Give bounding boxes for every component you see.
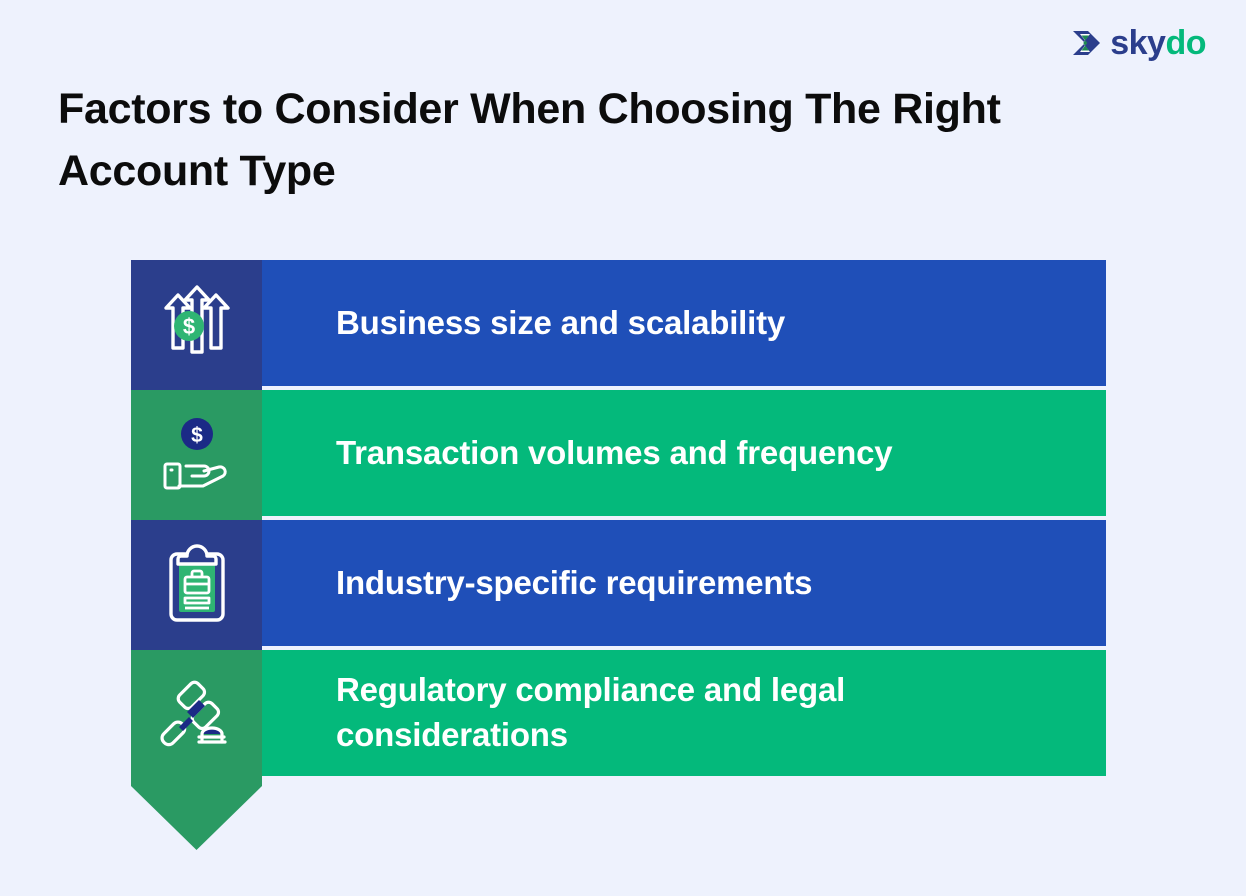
brand-logo: skydo <box>1069 26 1206 60</box>
factor-band: Regulatory compliance and legal consider… <box>131 650 1106 776</box>
factor-band: Business size and scalability <box>131 260 1106 386</box>
factor-band: Industry-specific requirements <box>131 520 1106 646</box>
factor-label: Business size and scalability <box>336 303 786 341</box>
brand-wordmark-sky: sky <box>1110 24 1166 62</box>
factor-icon-tab <box>131 650 262 850</box>
factor-row: Regulatory compliance and legal consider… <box>131 650 1106 850</box>
factor-label: Industry-specific requirements <box>336 563 813 601</box>
factor-row: Industry-specific requirements <box>131 520 1106 720</box>
factor-label: Regulatory compliance and legal consider… <box>336 671 846 753</box>
factor-row: Transaction volumes and frequency $ <box>131 390 1106 590</box>
page-title: Factors to Consider When Choosing The Ri… <box>58 85 1001 196</box>
hand-holding-coin-icon: $ <box>163 418 227 490</box>
svg-text:$: $ <box>191 424 203 447</box>
factors-chevron-list: Business size and scalability $ Transact… <box>131 260 1106 850</box>
factor-row: Business size and scalability $ <box>131 260 1106 460</box>
growth-arrows-dollar-icon: $ <box>163 285 230 354</box>
factor-label: Transaction volumes and frequency <box>336 433 893 471</box>
brand-wordmark: skydo <box>1110 26 1206 60</box>
skydo-chevron-logo-icon <box>1073 31 1101 55</box>
svg-text:$: $ <box>182 314 194 339</box>
gavel-icon <box>159 680 227 747</box>
clipboard-briefcase-icon <box>168 544 225 622</box>
factor-band: Transaction volumes and frequency <box>131 390 1106 516</box>
brand-wordmark-do: do <box>1165 24 1206 62</box>
